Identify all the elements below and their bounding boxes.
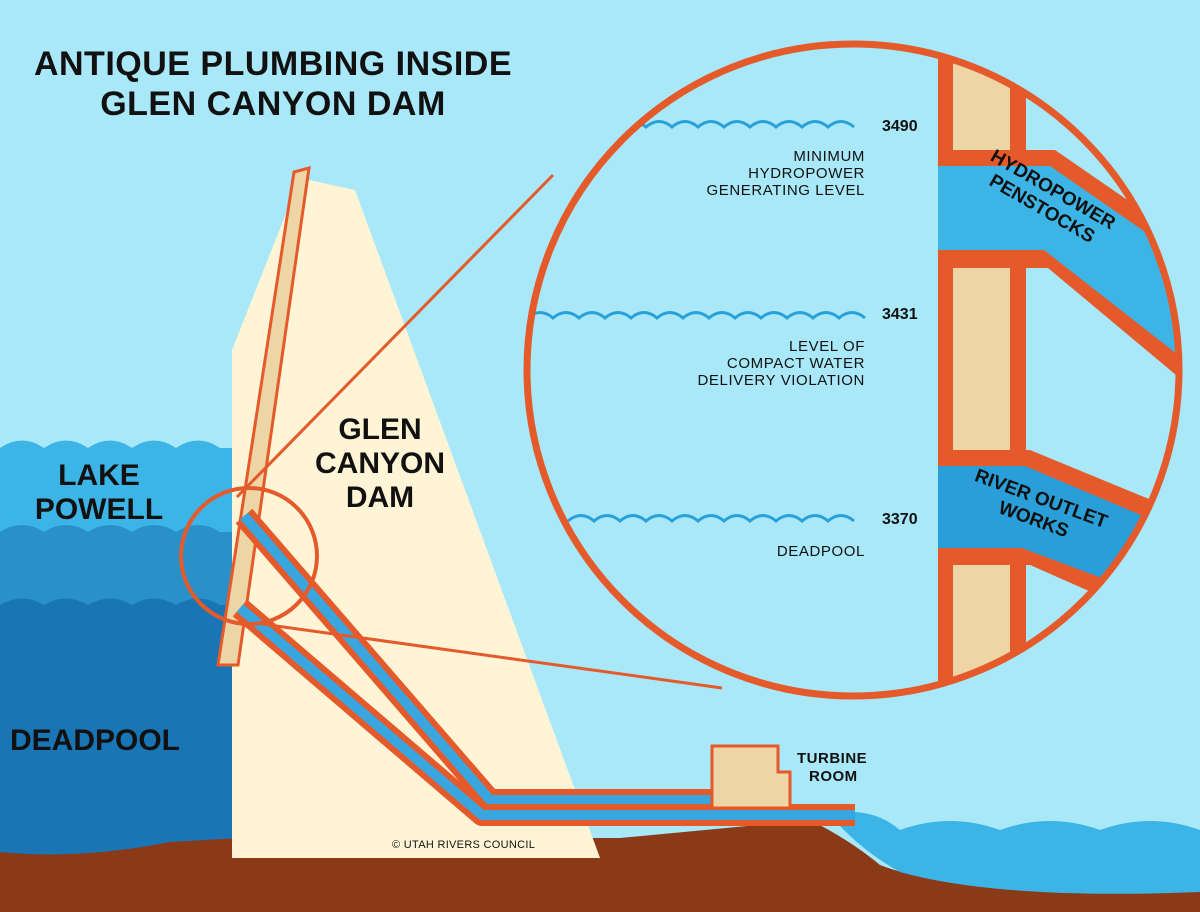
level-line-3370 bbox=[567, 514, 855, 523]
level-3431-desc-line-2: COMPACT WATER bbox=[726, 355, 865, 372]
level-3490-desc-line-1: MINIMUM bbox=[793, 148, 865, 165]
level-value-3431: 3431 bbox=[882, 306, 918, 323]
level-3490-desc-line-3: GENERATING LEVEL bbox=[706, 182, 865, 199]
lake-powell-water bbox=[0, 440, 250, 912]
level-line-3490 bbox=[619, 120, 855, 129]
level-desc-3370: DEADPOOL bbox=[700, 543, 865, 560]
level-desc-3490: MINIMUM HYDROPOWER GENERATING LEVEL bbox=[640, 148, 865, 199]
turbine-room bbox=[710, 744, 792, 810]
level-value-3490: 3490 bbox=[882, 118, 918, 135]
dam-label-line-2: CANYON bbox=[314, 447, 445, 480]
deadpool-label: DEADPOOL bbox=[10, 724, 181, 757]
dam-label-line-1: GLEN bbox=[338, 413, 422, 446]
level-3370-desc-line-1: DEADPOOL bbox=[776, 543, 865, 560]
level-3431-desc-line-1: LEVEL OF bbox=[789, 338, 865, 355]
level-3431-desc-line-3: DELIVERY VIOLATION bbox=[697, 372, 865, 389]
level-3490-desc-line-2: HYDROPOWER bbox=[748, 165, 865, 182]
turbine-label-line-1: TURBINE bbox=[797, 750, 868, 767]
dam-label: GLEN CANYON DAM bbox=[300, 413, 460, 515]
dam-label-line-3: DAM bbox=[345, 481, 415, 514]
turbine-room-label: TURBINE ROOM bbox=[797, 750, 897, 786]
level-desc-3431: LEVEL OF COMPACT WATER DELIVERY VIOLATIO… bbox=[620, 338, 865, 389]
zoom-circle-small bbox=[179, 486, 319, 626]
lake-label-line-2: POWELL bbox=[34, 493, 164, 526]
zoom-connector-top bbox=[235, 173, 555, 499]
intake-wall bbox=[216, 165, 311, 667]
zoom-circle-large bbox=[523, 40, 1183, 700]
outlet-pipe bbox=[232, 599, 855, 826]
penstock-pipe bbox=[235, 508, 790, 811]
lake-powell-label: LAKE POWELL bbox=[14, 459, 184, 527]
title-line-1: ANTIQUE PLUMBING INSIDE bbox=[33, 45, 513, 83]
page-title: ANTIQUE PLUMBING INSIDE GLEN CANYON DAM bbox=[18, 44, 528, 124]
turbine-label-line-2: ROOM bbox=[809, 768, 858, 785]
lake-label-line-1: LAKE bbox=[58, 459, 140, 492]
title-line-2: GLEN CANYON DAM bbox=[100, 85, 446, 123]
level-line-3431 bbox=[527, 311, 866, 320]
credit-text: © UTAH RIVERS COUNCIL bbox=[392, 839, 536, 851]
zoom-connector-bottom bbox=[261, 622, 723, 690]
level-value-3370: 3370 bbox=[882, 511, 918, 528]
river-downstream bbox=[830, 812, 1200, 894]
